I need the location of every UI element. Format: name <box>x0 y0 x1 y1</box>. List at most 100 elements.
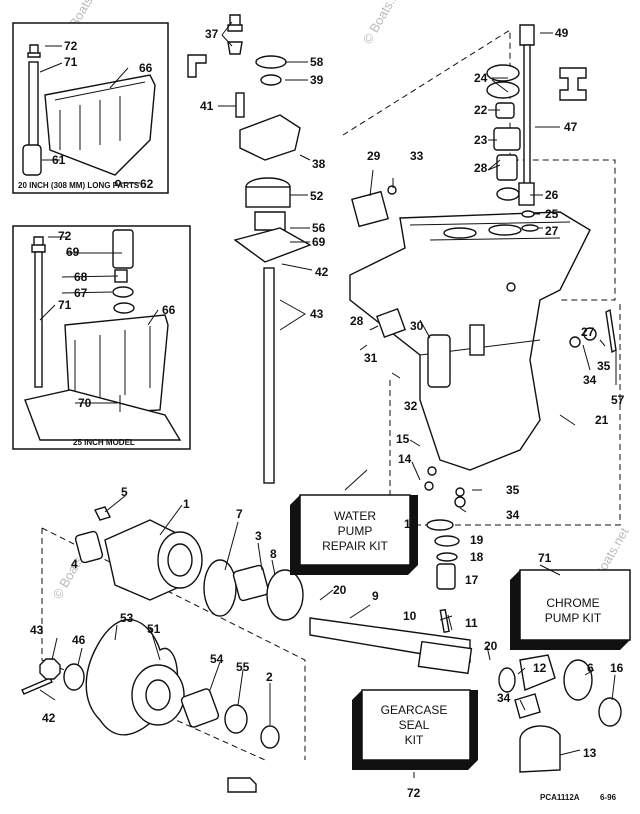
part-label: 47 <box>564 120 578 134</box>
part-label: 16 <box>610 661 624 675</box>
part-label: 31 <box>364 351 378 365</box>
part-label: 13 <box>583 746 597 760</box>
part-label: 34 <box>506 508 520 522</box>
part-label: 2 <box>266 670 273 684</box>
part-label: 1 <box>183 497 190 511</box>
part-label: 19 <box>470 533 484 547</box>
part-label: 42 <box>42 711 56 725</box>
part-label: 58 <box>310 55 324 69</box>
part-label: 35 <box>506 483 520 497</box>
part-label: 15 <box>396 432 410 446</box>
part-label: 34 <box>583 373 597 387</box>
part-label: 26 <box>545 188 559 202</box>
part-label: 68 <box>74 270 88 284</box>
part-label: 39 <box>310 73 324 87</box>
water-pump-parts <box>424 466 622 773</box>
part-label: 71 <box>58 298 72 312</box>
part-label: 72 <box>64 39 78 53</box>
part-label: 7 <box>236 507 243 521</box>
gearcase-seal-kit-line1: GEARCASE <box>381 703 448 717</box>
part-label: 56 <box>312 221 326 235</box>
inset-20-caption: 20 INCH (308 MM) LONG PARTS <box>18 181 140 190</box>
part-label: 62 <box>140 177 154 191</box>
part-label: 28 <box>350 314 364 328</box>
watermark-top-right: © Boats.net <box>360 0 407 46</box>
inset-20-parts <box>22 44 156 187</box>
part-label: 20 <box>333 583 347 597</box>
part-labels: 72 71 66 61 62 72 69 68 67 66 71 70 37 5… <box>30 26 625 800</box>
part-label: 52 <box>310 189 324 203</box>
part-label: 25 <box>545 207 559 221</box>
part-label: 27 <box>545 224 559 238</box>
upper-bearing-stack <box>486 24 617 354</box>
chrome-pump-kit-line1: CHROME <box>546 596 599 610</box>
leader-lines <box>39 21 617 778</box>
part-label: 14 <box>398 452 412 466</box>
part-label: 72 <box>58 229 72 243</box>
part-label: 29 <box>367 149 381 163</box>
part-label: 71 <box>64 55 78 69</box>
part-label: 34 <box>497 691 511 705</box>
part-label: 22 <box>474 103 488 117</box>
part-label: 46 <box>72 633 86 647</box>
part-label: 42 <box>315 265 329 279</box>
part-label: 69 <box>312 235 326 249</box>
drawing-date: 6-96 <box>600 793 617 802</box>
part-label: 61 <box>52 153 66 167</box>
gearcase-housing <box>349 185 591 471</box>
part-label: 37 <box>205 27 219 41</box>
part-label: 6 <box>587 661 594 675</box>
part-label: 38 <box>312 157 326 171</box>
drawing-code: PCA1112A <box>540 793 580 802</box>
part-label: 70 <box>78 396 92 410</box>
part-label: 23 <box>474 133 488 147</box>
gearcase-seal-kit-line2: SEAL <box>399 718 430 732</box>
part-label: 72 <box>407 786 421 800</box>
part-label: 18 <box>470 550 484 564</box>
chrome-pump-kit-line2: PUMP KIT <box>545 611 602 625</box>
part-label: 67 <box>74 286 88 300</box>
part-label: 27 <box>581 325 595 339</box>
part-label: 35 <box>597 359 611 373</box>
part-label: 28 <box>474 161 488 175</box>
part-label: 43 <box>30 623 44 637</box>
part-label: 32 <box>404 399 418 413</box>
lower-dashed-outline <box>41 527 306 761</box>
part-label: 55 <box>236 660 250 674</box>
part-label: 66 <box>162 303 176 317</box>
part-label: 17 <box>465 573 479 587</box>
part-label: 41 <box>200 99 214 113</box>
inset-25-caption: 25 INCH MODEL <box>73 438 135 447</box>
part-label: 3 <box>255 529 262 543</box>
part-label: 33 <box>410 149 424 163</box>
part-label: 10 <box>403 609 417 623</box>
water-pump-kit-box: WATER PUMP REPAIR KIT <box>290 494 418 575</box>
part-label: 66 <box>139 61 153 75</box>
driveshaft-assembly <box>187 14 312 484</box>
part-label: 71 <box>538 551 552 565</box>
part-label: 9 <box>372 589 379 603</box>
part-label: 69 <box>66 245 80 259</box>
water-pump-kit-line3: REPAIR KIT <box>322 539 388 553</box>
water-pump-kit-line2: PUMP <box>338 524 373 538</box>
gearcase-dashed-outline <box>342 29 621 526</box>
part-label: 4 <box>71 557 78 571</box>
part-label: 53 <box>120 611 134 625</box>
inset-25-parts <box>24 229 182 441</box>
part-label: 20 <box>484 639 498 653</box>
part-label: 8 <box>270 547 277 561</box>
part-label: 11 <box>465 616 478 630</box>
part-label: 43 <box>310 307 324 321</box>
part-label: 21 <box>595 413 609 427</box>
gearcase-seal-kit-line3: KIT <box>405 733 424 747</box>
gearcase-seal-kit-box: GEARCASE SEAL KIT <box>352 689 478 770</box>
part-label: 12 <box>533 661 547 675</box>
propeller-shaft-assembly <box>21 506 473 793</box>
chrome-pump-kit-box: CHROME PUMP KIT <box>510 569 631 650</box>
part-label: 30 <box>410 319 424 333</box>
part-label: 57 <box>611 393 625 407</box>
part-label: 24 <box>474 71 488 85</box>
part-label: 49 <box>555 26 569 40</box>
part-label: 5 <box>121 485 128 499</box>
